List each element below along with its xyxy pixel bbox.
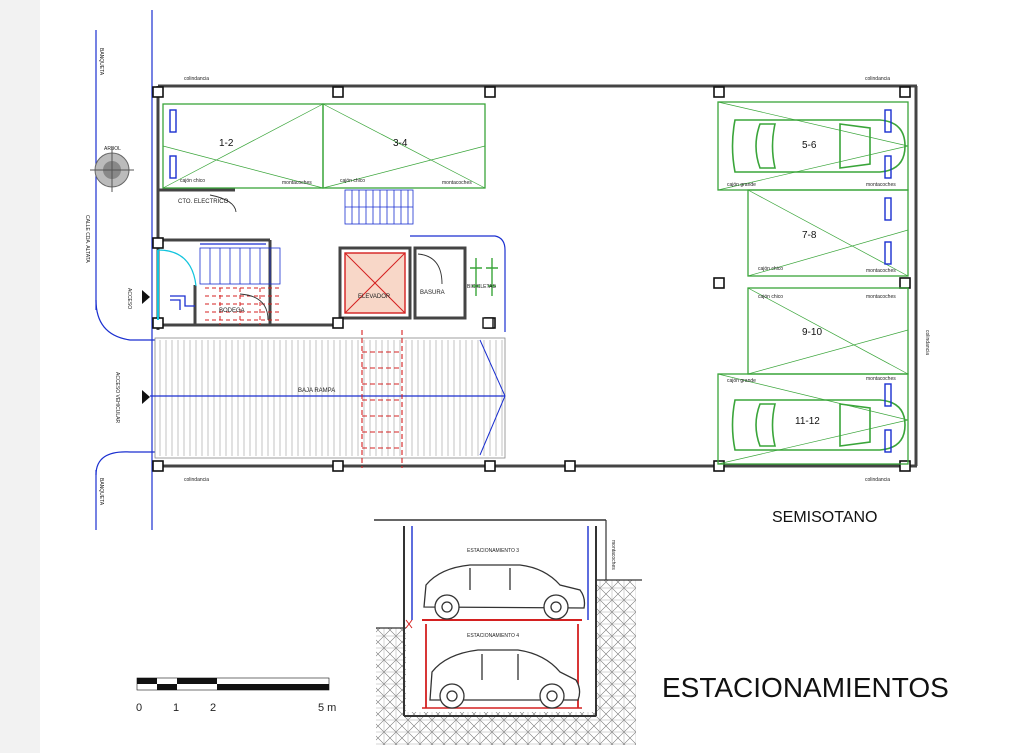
door-swings [209, 194, 443, 321]
parking-spot-group-right [717, 101, 909, 465]
lift-tag: montacoches [866, 268, 896, 274]
tree-icon [90, 148, 134, 192]
montacoches-markers [169, 109, 892, 453]
lift-tag: montacoches [866, 376, 896, 382]
arbol-label: ARBOL [104, 146, 121, 152]
colindancia-label: colindancia [924, 330, 930, 355]
lift-tag: montacoches [866, 294, 896, 300]
lift-tag: montacoches [866, 182, 896, 188]
room-label-bicicletas: BICICLETAS [467, 284, 496, 290]
pedestrian-access-label: ACCESO [126, 288, 132, 309]
access-arrow-icon [142, 290, 150, 304]
spot-size-tag: cajón grande [727, 182, 756, 188]
stairs-bodega [199, 247, 281, 285]
room-label-cto-electrico: CTO. ELECTRICO [178, 199, 229, 205]
red-ladder [361, 330, 403, 468]
scale-tick-label: 1 [173, 702, 179, 714]
room-label-basura: BASURA [420, 290, 445, 296]
bicycle-icon [470, 258, 498, 296]
section-label-lower: ESTACIONAMIENTO 4 [467, 633, 519, 639]
vehicle-access-label: ACCESO VEHICULAR [114, 372, 120, 424]
structural-columns [152, 86, 911, 472]
parking-spot-label: 11-12 [795, 416, 820, 427]
colindancia-label: colindancia [865, 76, 890, 82]
ramp-label: BAJA RAMPA [298, 388, 335, 394]
misc-markers [482, 317, 494, 329]
ramp [142, 337, 506, 459]
car-top-icon [731, 119, 906, 451]
spot-size-tag: cajón chico [758, 266, 783, 272]
parking-spot-label: 1-2 [219, 138, 234, 149]
plan-title: SEMISOTANO [772, 509, 878, 526]
car-side-icon [423, 564, 586, 709]
spot-size-tag: cajón chico [340, 178, 365, 184]
pedestrian-access [142, 249, 197, 320]
spot-size-tag: cajón grande [727, 378, 756, 384]
blue-boundary [200, 235, 506, 332]
street-name-label: CALLE CDA. ALTATA [84, 215, 90, 263]
elevator-symbol [344, 252, 406, 314]
spot-size-tag: cajón chico [180, 178, 205, 184]
colindancia-label: colindancia [184, 477, 209, 483]
scale-tick-label: 5 m [318, 702, 336, 714]
parking-spot-label: 9-10 [802, 327, 822, 338]
room-label-elevador: ELEVADOR [358, 294, 391, 300]
section-drawing [374, 519, 642, 745]
colindancia-label: colindancia [184, 76, 209, 82]
section-side-label: montacoches [610, 540, 616, 570]
banqueta-bottom-label: BANQUETA [98, 478, 104, 506]
section-label-upper: ESTACIONAMIENTO 3 [467, 548, 519, 554]
plan-labels: BANQUETA BANQUETA ARBOL CALLE CDA. ALTAT… [84, 48, 949, 714]
vehicle-access-arrow-icon [142, 390, 150, 404]
scale-tick-label: 2 [210, 702, 216, 714]
sheet-margin [0, 0, 40, 753]
room-label-bodega: BODEGA [219, 308, 245, 314]
banqueta-top-label: BANQUETA [98, 48, 104, 76]
parking-spot-label: 7-8 [802, 230, 817, 241]
sheet-title: ESTACIONAMIENTOS [662, 672, 949, 703]
scale-tick-label: 0 [136, 702, 142, 714]
parking-spot-group-top [162, 103, 486, 189]
colindancia-label: colindancia [865, 477, 890, 483]
stairs-red [205, 287, 282, 325]
scale-bar [136, 677, 330, 691]
street-lines [95, 10, 155, 530]
parking-spot-label: 3-4 [393, 138, 408, 149]
parking-spot-label: 5-6 [802, 140, 817, 151]
stairs-upper [344, 189, 414, 225]
lift-tag: montacoches [282, 180, 312, 186]
lift-tag: montacoches [442, 180, 472, 186]
spot-size-tag: cajón chico [758, 294, 783, 300]
